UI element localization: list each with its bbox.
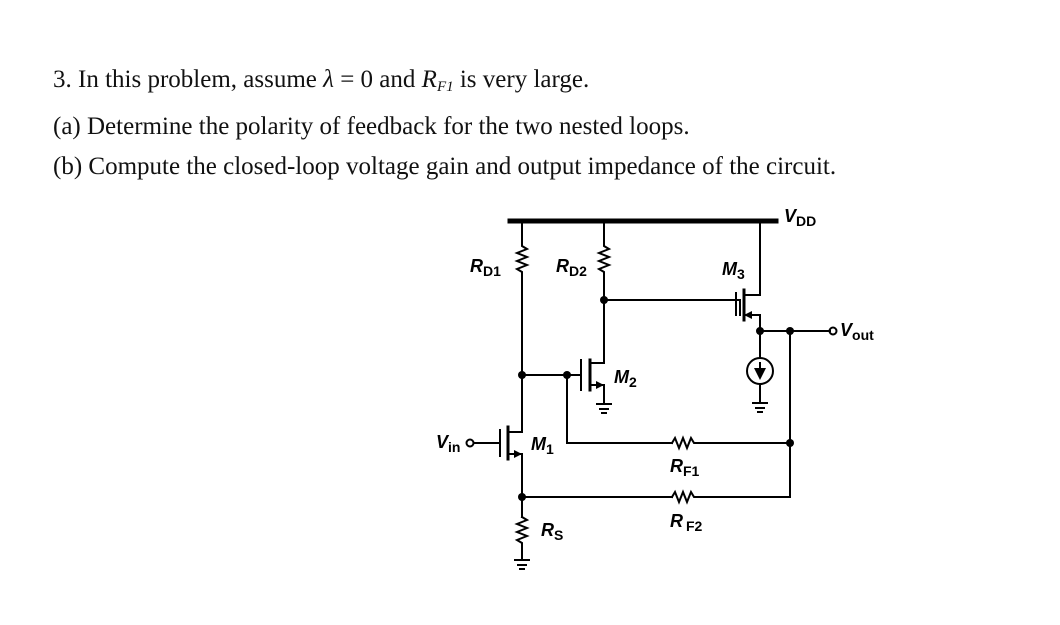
vdd-label: VDD	[784, 206, 816, 229]
m1-source-arrow-icon	[514, 450, 522, 458]
lambda-symbol: λ	[323, 66, 334, 93]
problem-statement: 3. In this problem, assume λ = 0 and RF1…	[53, 60, 836, 187]
rf1-subscript: F1	[436, 79, 454, 95]
vin-label: Vin	[436, 432, 460, 455]
node-dot-rd1	[518, 371, 526, 379]
node-dot-rd2	[600, 296, 608, 304]
problem-number: 3.	[53, 66, 72, 93]
vout-label: Vout	[840, 320, 874, 343]
rf1-symbol: R	[421, 66, 437, 93]
node-dot-m3-source	[756, 327, 764, 335]
problem-line-1: 3. In this problem, assume λ = 0 and RF1…	[53, 60, 836, 107]
rd2-label: RD2	[556, 256, 587, 279]
rf1-label: RF1	[670, 456, 700, 479]
current-source-arrow-icon	[754, 368, 766, 380]
rd1-resistor	[514, 220, 530, 376]
problem-part-a: (a) Determine the polarity of feedback f…	[53, 113, 690, 140]
node-dot-rf1-right	[786, 439, 794, 447]
m2-source-arrow-icon	[596, 381, 604, 389]
large-text: is very large.	[459, 66, 590, 93]
rd2-resistor	[596, 220, 612, 301]
m3-label: M3	[722, 259, 745, 282]
vin-terminal	[465, 438, 475, 448]
rs-label: RS	[541, 520, 563, 543]
zero-value: 0	[360, 66, 374, 93]
rs-resistor	[514, 515, 530, 561]
rf2-resistor	[670, 489, 791, 505]
and-word: and	[379, 66, 416, 93]
m1-label: M1	[531, 434, 554, 457]
m2-label: M2	[614, 367, 637, 390]
vout-terminal	[828, 326, 838, 336]
rd1-label: RD1	[470, 256, 501, 279]
equals-sign: =	[340, 66, 355, 93]
node-dot-m2-gate	[563, 371, 571, 379]
m3-source-arrow-icon	[744, 311, 752, 319]
node-dot-vout	[786, 327, 794, 335]
intro-text: In this problem, assume	[78, 66, 317, 93]
rf1-resistor	[670, 435, 791, 451]
problem-part-b: (b) Compute the closed-loop voltage gain…	[53, 153, 837, 180]
node-dot-m1-source	[518, 493, 526, 501]
